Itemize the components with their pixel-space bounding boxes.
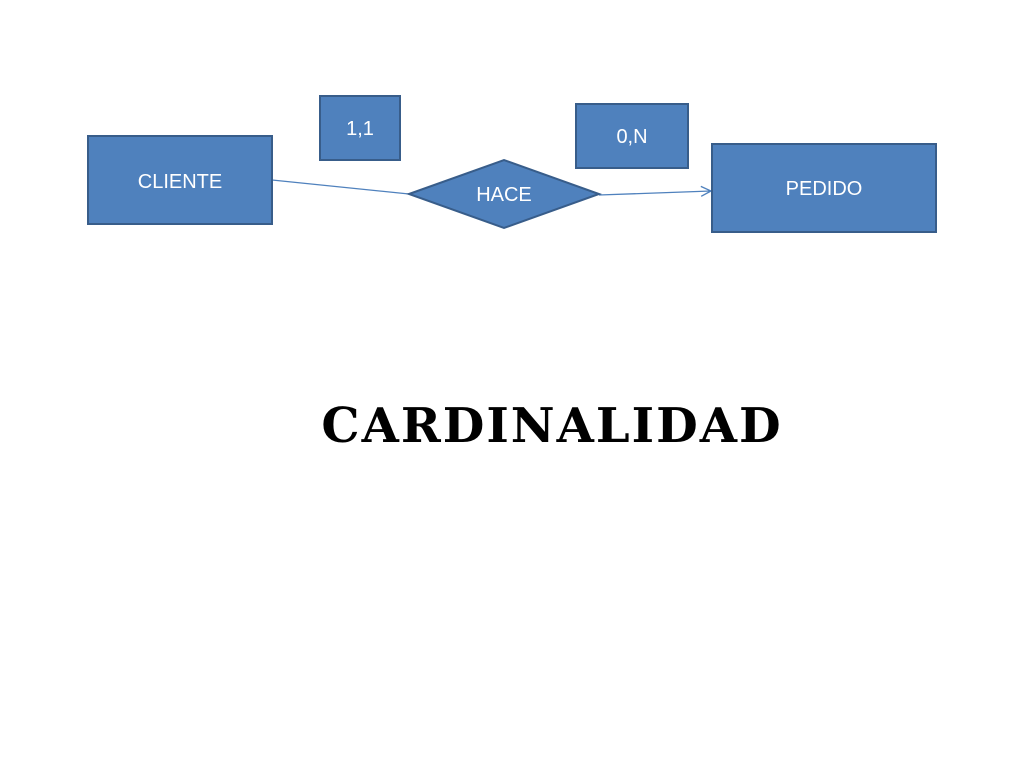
entity-pedido[interactable]: PEDIDO — [711, 143, 937, 233]
connector-cliente-hace — [271, 179, 410, 195]
connector-hace-pedido — [598, 191, 711, 195]
entity-pedido-label: PEDIDO — [786, 178, 863, 200]
slide-title: CARDINALIDAD — [321, 398, 783, 454]
cardinality-right-label: 0,N — [616, 126, 647, 148]
cardinality-box-left[interactable]: 1,1 — [319, 95, 401, 161]
cardinality-left-label: 1,1 — [346, 118, 374, 140]
relationship-hace[interactable]: HACE — [406, 158, 602, 230]
relationship-hace-label: HACE — [476, 184, 532, 206]
entity-cliente-label: CLIENTE — [138, 171, 222, 193]
cardinality-box-right[interactable]: 0,N — [575, 103, 689, 169]
entity-cliente[interactable]: CLIENTE — [87, 135, 273, 225]
